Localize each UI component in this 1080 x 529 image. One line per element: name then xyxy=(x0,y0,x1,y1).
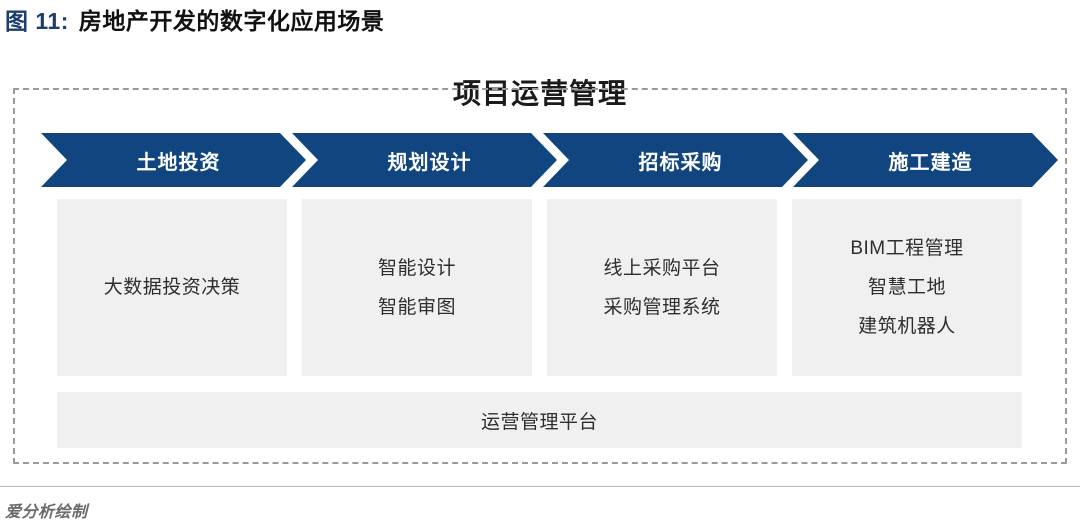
diagram-heading: 项目运营管理 xyxy=(452,78,627,109)
content-box-stage-3[interactable]: 线上采购平台 采购管理系统 xyxy=(547,199,777,376)
content-item: 建筑机器人 xyxy=(858,316,956,337)
content-item: BIM工程管理 xyxy=(850,238,964,259)
content-item: 大数据投资决策 xyxy=(103,277,241,298)
stage-content-row: 大数据投资决策 智能设计 智能审图 线上采购平台 采购管理系统 BIM工程管理 … xyxy=(57,199,1022,376)
content-item: 智能审图 xyxy=(377,296,456,318)
platform-bar-label: 运营管理平台 xyxy=(480,411,598,433)
figure-number: 图 11: xyxy=(5,8,69,34)
content-box-stage-2[interactable]: 智能设计 智能审图 xyxy=(302,199,532,376)
chevron-stage-1[interactable]: 土地投资 xyxy=(41,133,306,187)
chevron-stage-1-label: 土地投资 xyxy=(136,151,221,174)
content-item: 线上采购平台 xyxy=(603,257,721,279)
platform-bar[interactable]: 运营管理平台 xyxy=(57,392,1022,448)
content-box-stage-1[interactable]: 大数据投资决策 xyxy=(57,199,287,376)
chevron-stage-3[interactable]: 招标采购 xyxy=(543,133,808,187)
chevron-stage-4-label: 施工建造 xyxy=(888,151,973,174)
page-title: 图 11: 房地产开发的数字化应用场景 xyxy=(5,2,384,36)
footer-attribution: 爱分析绘制 xyxy=(5,504,88,521)
content-item: 采购管理系统 xyxy=(603,296,721,318)
chevron-stage-2[interactable]: 规划设计 xyxy=(292,133,557,187)
figure-title-text: 房地产开发的数字化应用场景 xyxy=(78,8,385,34)
process-chevron-band: 土地投资 规划设计 招标采购 施工建造 xyxy=(41,133,1032,187)
content-box-stage-4[interactable]: BIM工程管理 智慧工地 建筑机器人 xyxy=(792,199,1022,376)
content-item: 智能设计 xyxy=(377,257,456,279)
chevron-stage-2-label: 规划设计 xyxy=(387,151,472,174)
content-item: 智慧工地 xyxy=(867,277,946,298)
diagram-frame xyxy=(13,88,1067,464)
chevron-stage-3-label: 招标采购 xyxy=(638,151,723,174)
chevron-stage-4[interactable]: 施工建造 xyxy=(793,133,1058,187)
footer-divider xyxy=(0,486,1080,487)
